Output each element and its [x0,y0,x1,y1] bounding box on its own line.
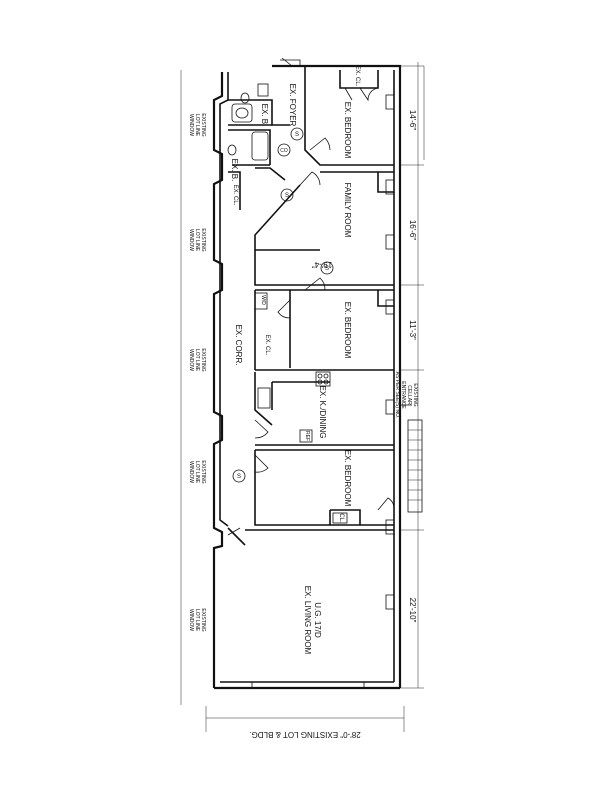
washer-dryer [254,292,268,310]
label-foyer: EX. FOYER [288,84,297,127]
dim-11-3: 11'-3" [408,320,417,340]
refrigerator [299,429,313,443]
cellar-stairs [400,404,423,513]
svg-text:LOT LINE: LOT LINE [194,609,200,632]
room-labels: EX. FOYER EX. B. EX. B. EX. CL. EX. CL. … [230,66,360,655]
window-note-5: EXISTING LOT LINE WINDOW [188,608,206,631]
dim-14-6: 14'-6" [408,110,417,131]
svg-text:WINDOW: WINDOW [188,609,194,631]
label-ref: REF [304,431,310,441]
stove [315,371,331,387]
svg-text:WINDOW: WINDOW [188,114,194,136]
svg-text:EXISTING: EXISTING [200,228,206,251]
window-note-4: EXISTING LOT LINE WINDOW [188,460,206,483]
svg-text:LOT LINE: LOT LINE [194,461,200,484]
sink [257,83,269,97]
co-detector [277,143,291,157]
svg-text:WINDOW: WINDOW [188,349,194,371]
svg-text:LOT LINE: LOT LINE [194,229,200,252]
label-closet-left: EX. CL. [232,185,238,206]
svg-text:EXISTING: EXISTING [412,383,418,406]
smoke-label-2: S [285,193,289,199]
svg-text:CELLAR: CELLAR [406,385,412,405]
svg-text:EXISTING: EXISTING [200,113,206,136]
dim-family-inner: 19'-4" [312,260,333,269]
interior-walls [227,66,394,546]
bathtub-2 [251,131,269,161]
smoke-label-4: S [237,474,241,480]
svg-text:LOT LINE: LOT LINE [194,349,200,372]
dim-22-10: 22'-10" [408,598,417,623]
kitchen-sink [257,387,271,409]
label-kitchen: EX. K./DINING [318,386,327,439]
label-closet-bottom: CL. [338,513,344,523]
svg-text:EXISTING: EXISTING [200,460,206,483]
smoke-detector-4 [232,469,246,483]
cellar-entrance-note: EXISTING CELLAR ENTRANCE AS PER SEE(S) N… [394,372,418,419]
svg-text:ENTRANCE: ENTRANCE [400,381,406,409]
label-closet-top: EX. CL. [354,66,360,87]
window-note-3: EXISTING LOT LINE WINDOW [188,348,206,371]
svg-text:AS PER SEE(S) NO.: AS PER SEE(S) NO. [394,372,400,419]
label-bath-2: EX. B. [230,159,239,182]
right-windows [385,94,395,610]
toilet-1 [240,92,250,104]
svg-text:WINDOW: WINDOW [188,229,194,251]
dim-16-6: 16'-6" [408,220,417,241]
label-living-room-sub: U.G. 17/D [313,602,322,638]
bottom-dimension-line [205,706,405,732]
label-living-room: EX. LIVING ROOM [303,586,312,655]
label-bath-1: EX. B. [260,104,269,127]
fixtures [227,83,348,524]
window-note-1: EXISTING LOT LINE WINDOW [188,113,206,136]
smoke-label-1: S [295,132,299,138]
label-closet-mid: EX. CL. [264,335,270,356]
label-bedroom-3: EX. BEDROOM [343,450,352,507]
window-note-2: EXISTING LOT LINE WINDOW [188,228,206,251]
right-dimension-line [400,62,425,689]
dimension-labels: 14'-6" 16'-6" 11'-3" 22'-10" 19'-4" 28'-… [249,110,417,739]
svg-text:WINDOW: WINDOW [188,461,194,483]
svg-text:LOT LINE: LOT LINE [194,114,200,137]
svg-text:EXISTING: EXISTING [200,348,206,371]
label-wd: W/D [260,295,266,305]
bathtub [231,103,253,123]
smoke-detector-3 [320,261,334,275]
smoke-detector-1 [290,127,304,141]
label-corridor: EX. CORR. [234,325,243,366]
toilet-2 [227,144,237,156]
window-notes: EXISTING LOT LINE WINDOW EXISTING LOT LI… [188,113,206,631]
svg-text:EXISTING: EXISTING [200,608,206,631]
smoke-label-3: S [325,266,329,272]
label-bedroom-1: EX. BEDROOM [343,102,352,159]
co-label: CO [280,148,288,154]
doors [227,57,395,536]
dim-lot: 28'-0" EXISTING LOT & BLDG. [249,730,360,739]
label-family-room: FAMILY ROOM [343,183,352,238]
detectors: S S S S CO [232,127,334,483]
label-bedroom-2: EX. BEDROOM [343,302,352,359]
smoke-detector-2 [280,188,294,202]
